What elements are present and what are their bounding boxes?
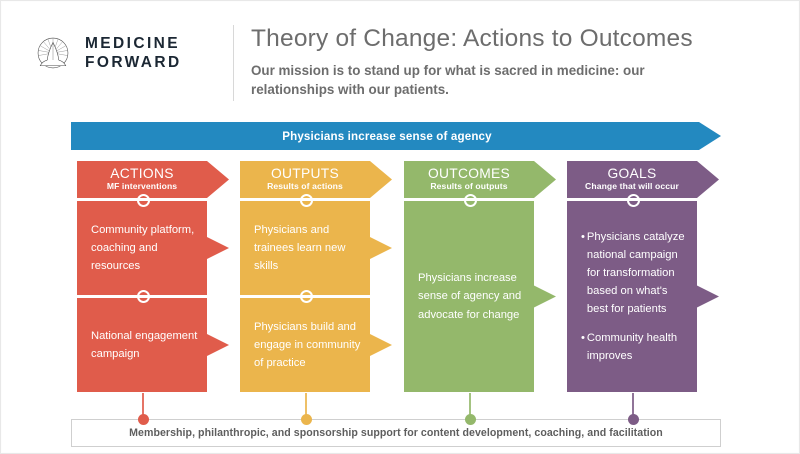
column-block-text: Physicians and trainees learn new skills [254,223,346,273]
column-header-subtitle: Change that will occur [585,181,679,192]
support-bar: Membership, philanthropic, and sponsorsh… [71,419,721,447]
bullet-dot-icon: • [581,332,585,345]
bullet-dot-icon: • [581,230,585,243]
agency-banner-label: Physicians increase sense of agency [282,129,492,143]
column-block[interactable]: •Physicians catalyze national campaign f… [567,201,719,392]
column-block[interactable]: Physicians increase sense of agency and … [404,201,556,392]
connector-ring [464,194,477,207]
connector-ring [300,290,313,303]
column-header-subtitle: Results of outputs [430,181,508,192]
column-block-text: Physicians build and engage in community… [254,320,361,370]
support-bar-dot [300,414,312,425]
connector-stem [305,393,307,419]
column-block-text: National engagement campaign [91,329,198,360]
column-body-goals: •Physicians catalyze national campaign f… [567,201,719,392]
brand-line-1: MEDICINE [85,35,180,52]
support-bar-label: Membership, philanthropic, and sponsorsh… [129,427,663,439]
column-block[interactable]: Community platform, coaching and resourc… [77,201,229,295]
connector-ring [137,290,150,303]
column-header-title: GOALS [607,165,657,181]
column-header-title: OUTCOMES [427,165,511,181]
support-bar-dot [464,414,476,425]
bullet-item: •Community health improves [581,329,691,365]
connector-ring [627,194,640,207]
column-block[interactable]: Physicians build and engage in community… [240,298,392,392]
title-block: Theory of Change: Actions to Outcomes Ou… [223,1,721,99]
connector-stem [469,393,471,419]
connector-ring [137,194,150,207]
column-block[interactable]: Physicians and trainees learn new skills [240,201,392,295]
column-header-title: ACTIONS [110,165,174,181]
bullet-text: Physicians catalyze national campaign fo… [586,230,685,316]
brand-line-2: FORWARD [85,53,182,71]
column-block-text: Community platform, coaching and resourc… [91,223,195,273]
connector-stem [632,393,634,419]
column-header-subtitle: MF interventions [106,181,178,192]
brand-logo: MEDICINE FORWARD [1,1,223,75]
bullet-text: Community health improves [586,332,678,363]
mission-statement: Our mission is to stand up for what is s… [251,63,645,97]
column-body-outputs: Physicians and trainees learn new skills… [240,201,392,392]
connector-stem [142,393,144,419]
connector-ring [300,194,313,207]
column-block[interactable]: National engagement campaign [77,298,229,392]
header-divider [233,25,234,101]
support-bar-dot [137,414,149,425]
column-body-outcomes: Physicians increase sense of agency and … [404,201,556,392]
bullet-item: •Physicians catalyze national campaign f… [581,228,691,319]
agency-banner: Physicians increase sense of agency [71,122,721,150]
slide-header: MEDICINE FORWARD Theory of Change: Actio… [1,1,800,113]
column-block-text: Physicians increase sense of agency and … [418,272,522,321]
column-body-actions: Community platform, coaching and resourc… [77,201,229,392]
praying-hands-rays-emblem-icon [37,37,69,69]
support-bar-dot [627,414,639,425]
column-header-title: OUTPUTS [270,165,340,181]
page-title: Theory of Change: Actions to Outcomes [251,25,693,52]
column-header-subtitle: Results of actions [267,181,343,192]
brand-wordmark: MEDICINE FORWARD [85,36,182,70]
